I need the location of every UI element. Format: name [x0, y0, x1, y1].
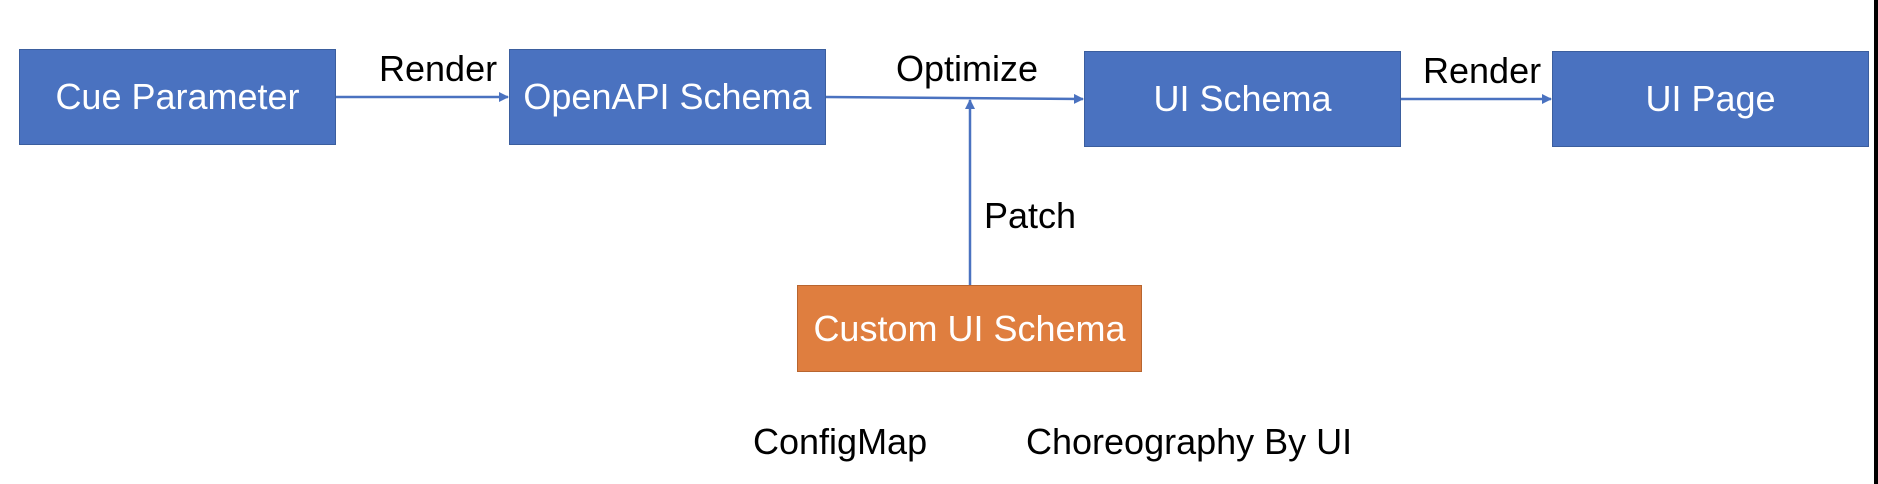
- edge-label-optimize: Optimize: [896, 48, 1039, 89]
- footer-label-configmap: ConfigMap: [753, 421, 928, 462]
- node-ui-page-label: UI Page: [1645, 78, 1776, 119]
- node-ui-schema: UI Schema: [1084, 51, 1401, 147]
- node-openapi-schema-label: OpenAPI Schema: [523, 76, 812, 117]
- node-custom-ui-schema-label: Custom UI Schema: [813, 307, 1126, 349]
- node-cue-parameter: Cue Parameter: [19, 49, 336, 145]
- edge-label-patch: Patch: [984, 195, 1077, 236]
- right-border-divider: [1874, 0, 1878, 484]
- node-ui-schema-label: UI Schema: [1153, 78, 1332, 119]
- footer-label-choreography: Choreography By UI: [1026, 421, 1353, 462]
- node-custom-ui-schema: Custom UI Schema: [797, 285, 1142, 372]
- node-cue-parameter-label: Cue Parameter: [55, 76, 300, 117]
- arrow-optimize: [825, 93, 1084, 104]
- node-openapi-schema: OpenAPI Schema: [509, 49, 826, 145]
- edge-label-render-2: Render: [1423, 50, 1542, 91]
- node-ui-page: UI Page: [1552, 51, 1869, 147]
- edge-label-render-1: Render: [379, 48, 498, 89]
